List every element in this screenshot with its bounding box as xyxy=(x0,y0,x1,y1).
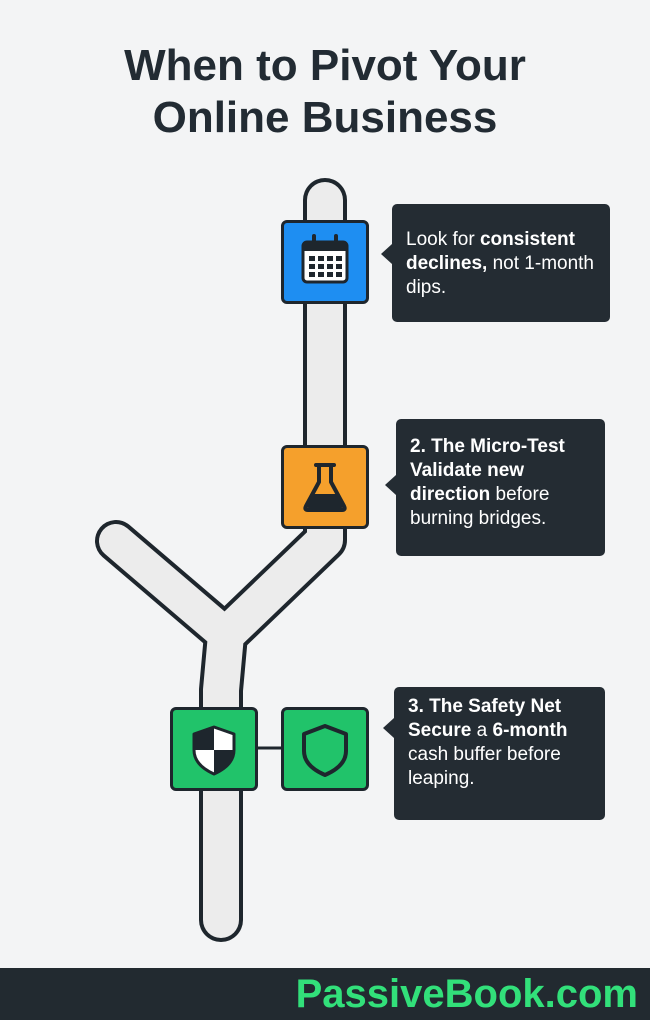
step-2-body: Validate new direction before burning br… xyxy=(410,460,550,529)
step-card-1: Look for consistent declines, not 1-mont… xyxy=(381,204,610,322)
node-shield xyxy=(281,707,369,791)
step-1-body: Look for consistent declines, not 1-mont… xyxy=(406,229,594,298)
half-shield-icon xyxy=(192,725,236,776)
step-3-heading: 3. The Safety Net xyxy=(408,696,562,717)
node-calendar xyxy=(281,220,369,304)
node-flask xyxy=(281,445,369,529)
brand-link[interactable]: PassiveBook.com xyxy=(295,972,638,1016)
shield-icon xyxy=(302,724,348,777)
node-half-shield xyxy=(170,707,258,791)
step-3-body: Secure a 6-month cash buffer before leap… xyxy=(408,720,568,789)
step-card-2: 2. The Micro-Test Validate new direction… xyxy=(385,419,605,556)
footer-bar: PassiveBook.com xyxy=(0,968,650,1020)
page-title: When to Pivot Your Online Business xyxy=(0,40,650,144)
step-2-heading: 2. The Micro-Test xyxy=(410,436,565,457)
flask-icon xyxy=(303,463,347,512)
step-card-3: 3. The Safety Net Secure a 6-month cash … xyxy=(383,687,605,820)
title-line-2: Online Business xyxy=(152,93,498,142)
title-line-1: When to Pivot Your xyxy=(124,41,526,90)
calendar-icon xyxy=(301,234,349,284)
